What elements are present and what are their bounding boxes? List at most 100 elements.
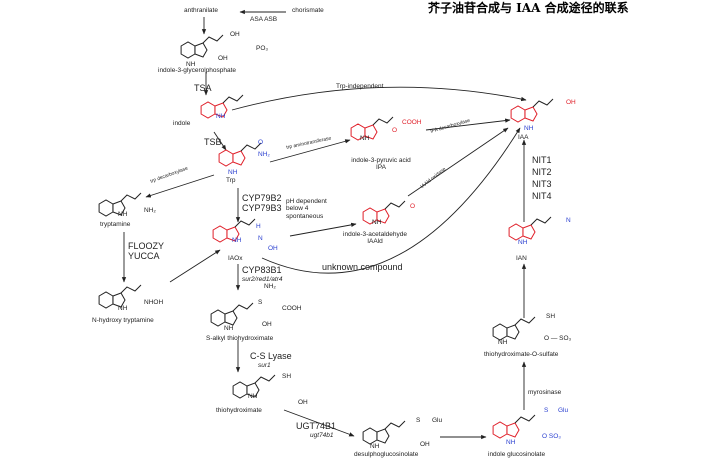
atom-oso3-osulfate: O — SO₃ [544, 335, 572, 342]
side-chain-iaald [384, 200, 406, 210]
arrow-trp-ipa [269, 139, 351, 163]
label-ian: IAN [516, 255, 527, 262]
enzyme-ugt: UGT74B1 [296, 421, 337, 431]
atom-nh2-salkyl: NH₂ [264, 283, 276, 290]
arrow-ipa-iaa [425, 118, 511, 131]
atom-h-iaox: H [256, 223, 261, 230]
benzene-ring-iaa [510, 105, 526, 123]
enzyme-cs-lyase: C-S Lyase [250, 351, 292, 361]
atom-nh-nhoh: NH [118, 305, 128, 312]
benzene-ring-nhoh [98, 291, 114, 309]
atom-nh-ipa: NH [360, 135, 370, 142]
benzene-ring-tryptamine [98, 199, 114, 217]
label-iaox: IAOx [228, 255, 243, 262]
note-unknown-compound: unknown compound [322, 262, 403, 272]
atom-sh-osulfate: SH [546, 313, 556, 320]
side-chain-igp [202, 34, 224, 44]
side-chain-nhoh [120, 284, 142, 294]
atom-nh-osulfate: NH [498, 339, 508, 346]
benzene-ring-ian [508, 223, 524, 241]
enzyme-nit1: NIT1 [532, 155, 552, 165]
atom-nh-igp: NH [186, 61, 196, 68]
arrow-iaox-unknown-iaa [261, 127, 521, 274]
side-chain-trp [240, 142, 262, 152]
pyrrole-ring-desulpho [376, 428, 390, 444]
atom-nh-indole: NH [216, 113, 226, 120]
atom-sh-thio: SH [282, 373, 292, 380]
side-chain-osulfate [514, 316, 536, 326]
label-trp: Trp [226, 177, 236, 184]
side-chain-gluc [514, 414, 536, 424]
label-anthranilate: anthranilate [184, 7, 218, 14]
arrow-trp-independent [231, 86, 527, 111]
atom-o-ipa: O [392, 127, 398, 134]
label-s-alkyl: S-alkyl thiohydroximate [206, 335, 274, 342]
atom-oh-iaa: OH [566, 99, 576, 106]
benzene-ring-iaox [212, 225, 228, 243]
side-chain-iaa [532, 98, 554, 108]
benzene-ring-gluc [492, 421, 508, 439]
label-iaa: IAA [518, 134, 529, 141]
label-ipa: indole-3-pyruvic acid IPA [351, 157, 411, 171]
atom-cooh-salkyl: COOH [282, 305, 302, 312]
enzyme-ugt74b1: ugt74b1 [310, 432, 334, 439]
pyrrole-ring-tryptamine [112, 200, 126, 216]
enzyme-nit3: NIT3 [532, 179, 552, 189]
enzyme-nit4: NIT4 [532, 191, 552, 201]
label-indole-glucosinolate: indole glucosinolate [488, 451, 546, 458]
atom-nh-ian: NH [518, 239, 528, 246]
arrow-nhoh-iaox [169, 249, 221, 283]
benzene-ring-desulpho [362, 427, 378, 445]
pyrrole-ring-nhoh [112, 292, 126, 308]
label-thiohydroximate-o-sulfate: thiohydroximate-O-sulfate [484, 351, 559, 358]
atom-nh-iaald: NH [372, 219, 382, 226]
enzyme-tsa: TSA [194, 83, 212, 93]
label-desulphoglucosinolate: desulphoglucosinolate [354, 451, 419, 458]
arrow-iaald-iaa [407, 127, 509, 197]
atom-nh-desulpho: NH [370, 443, 380, 450]
atom-oh-igp: OH [230, 31, 240, 38]
enzyme-floozy-yucca: FLOOZY YUCCA [128, 241, 165, 261]
side-chain-ipa [372, 116, 394, 126]
pyrrole-ring-iaox [226, 226, 240, 242]
pyrrole-ring-salkyl [224, 310, 238, 326]
atom-glu-desulpho: Glu [432, 417, 443, 424]
label-igp: indole-3-glycerolphosphate [158, 67, 237, 74]
side-chain-desulpho [384, 420, 406, 430]
atom-nh2-trp: NH₂ [258, 151, 270, 158]
enzyme-asa-asb: ASA ASB [250, 16, 278, 23]
atom-s-desulpho: S [416, 417, 421, 424]
atom-nh-iaox: NH [232, 237, 242, 244]
arrow-thio-desulpho [283, 409, 355, 437]
benzene-ring-thio [232, 381, 248, 399]
atom-nh-thio: NH [248, 393, 258, 400]
benzene-ring-igp [180, 41, 196, 59]
pyrrole-ring-indole [214, 102, 228, 118]
atom-so3-gluc: O SO₃ [542, 433, 561, 440]
atom-nh-gluc: NH [506, 439, 516, 446]
pyrrole-ring-thio [246, 382, 260, 398]
enzyme-cyp83b1: CYP83B1 [242, 265, 282, 275]
atom-cooh-ipa: COOH [402, 119, 422, 126]
atom-oh-desulpho: OH [420, 441, 430, 448]
enzyme-nit2: NIT2 [532, 167, 552, 177]
benzene-ring-trp [218, 149, 234, 167]
atom-nh-trp: NH [228, 169, 238, 176]
side-chain-tryptamine [120, 192, 142, 202]
pyrrole-ring-iaald [376, 208, 390, 224]
label-iaald: indole-3-acetaldehyde IAAld [343, 231, 407, 245]
atom-o-iaald: O [410, 203, 416, 210]
diagram-title: 芥子油苷合成与 IAA 合成途径的联系 [428, 1, 629, 15]
pyrrole-ring-iaa [524, 106, 538, 122]
note-trp-independent: Trp-independent [336, 83, 384, 90]
atom-n-iaox: N [258, 235, 263, 242]
arrow-indole-trp [213, 131, 227, 151]
molecule-structures [98, 34, 554, 445]
enzyme-sur1: sur1 [258, 362, 271, 369]
atom-oh-iaox: OH [268, 245, 278, 252]
atom-glu-gluc: Glu [558, 407, 569, 414]
pyrrole-ring-ian [522, 224, 536, 240]
atom-nh-tryptamine: NH [118, 211, 128, 218]
benzene-ring-osulfate [492, 323, 508, 341]
